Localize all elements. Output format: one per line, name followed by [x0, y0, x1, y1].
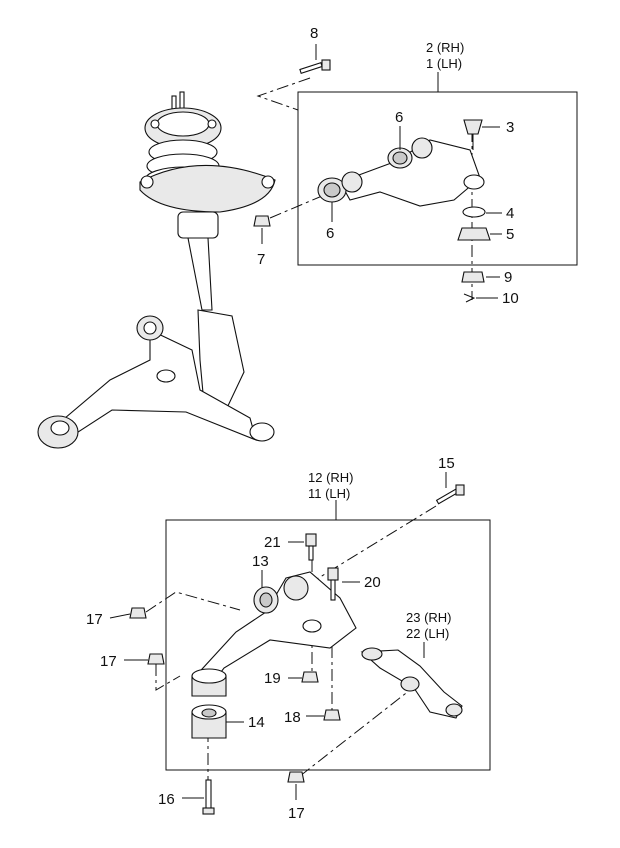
callout-22-lh: 22 (LH) [406, 626, 449, 641]
bracket-22-23 [360, 647, 463, 719]
callout-11-lh: 11 (LH) [308, 486, 350, 501]
callout-17-a: 17 [86, 611, 103, 628]
callout-1-lh: 1 (LH) [426, 56, 462, 71]
callout-10: 10 [502, 290, 519, 307]
bushing-13 [253, 586, 279, 614]
nut-17-c [287, 771, 305, 783]
callout-16: 16 [158, 791, 175, 808]
bolt-15 [435, 484, 465, 505]
nut-17-a [129, 607, 147, 619]
cotter-pin [463, 293, 476, 303]
snap-ring [462, 206, 486, 218]
bolt-21 [305, 533, 317, 561]
callout-21: 21 [264, 534, 281, 551]
callout-23-rh: 23 (RH) [406, 610, 452, 625]
callout-6-lower: 6 [326, 225, 334, 242]
strut-assembly [139, 91, 276, 422]
callout-2-rh: 2 (RH) [426, 40, 464, 55]
callout-7: 7 [257, 251, 265, 268]
nut-17-b [147, 653, 165, 665]
lower-arm-assembled [37, 315, 275, 449]
callout-5: 5 [506, 226, 514, 243]
bolt-16 [202, 779, 215, 815]
callout-18: 18 [284, 709, 301, 726]
callout-20: 20 [364, 574, 381, 591]
nut-19 [301, 671, 319, 683]
callout-12-rh: 12 (RH) [308, 470, 354, 485]
dust-cover [457, 227, 491, 241]
callout-9: 9 [504, 269, 512, 286]
callout-3: 3 [506, 119, 514, 136]
callout-8: 8 [310, 25, 318, 42]
callout-13: 13 [252, 553, 269, 570]
callout-15: 15 [438, 455, 455, 472]
callout-4: 4 [506, 205, 514, 222]
upper-control-arm [317, 137, 485, 207]
nut-18 [323, 709, 341, 721]
bushing-14 [191, 704, 227, 739]
callout-6-upper: 6 [395, 109, 403, 126]
callout-17-b: 17 [100, 653, 117, 670]
castle-nut [461, 271, 485, 283]
callout-17-c: 17 [288, 805, 305, 822]
bolt-20 [327, 567, 339, 601]
ball-joint [463, 119, 483, 150]
callout-14: 14 [248, 714, 265, 731]
bolt-8 [299, 59, 331, 74]
lower-arm-frame [165, 519, 491, 771]
nut-7 [253, 215, 271, 227]
callout-19: 19 [264, 670, 281, 687]
